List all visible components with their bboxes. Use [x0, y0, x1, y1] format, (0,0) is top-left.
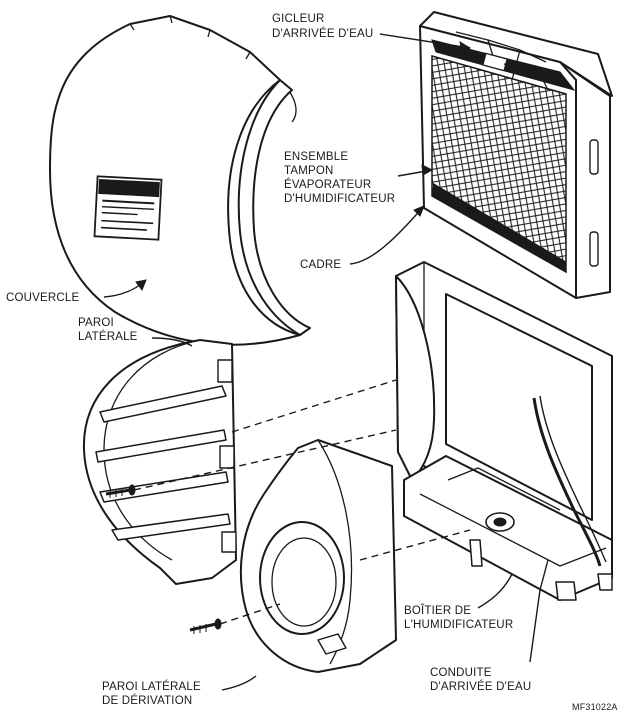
leader-lines: [103, 33, 549, 691]
evaporator-pad-frame: [419, 11, 613, 299]
assembly-guide-lines: [133, 379, 471, 625]
callout-labels: GICLEUR D'ARRIVÉE D'EAU ENSEMBLE TAMPON …: [6, 13, 618, 712]
label-pad-1: ENSEMBLE: [284, 151, 348, 163]
label-water-tube-1: CONDUITE: [430, 667, 492, 679]
humidifier-housing: [395, 261, 613, 601]
label-housing-2: L'HUMIDIFICATEUR: [404, 619, 513, 631]
label-pad-2: TAMPON: [284, 165, 334, 177]
label-water-nozzle-2: D'ARRIVÉE D'EAU: [272, 27, 373, 40]
label-water-nozzle-1: GICLEUR: [272, 13, 325, 25]
label-bypass-wall-1: PAROI LATÉRALE: [102, 680, 201, 693]
label-bypass-wall-2: DE DÉRIVATION: [102, 694, 192, 707]
label-side-wall-1: PAROI: [78, 317, 114, 329]
label-cover: COUVERCLE: [6, 292, 80, 304]
label-pad-3: ÉVAPORATEUR: [284, 178, 371, 191]
bypass-side-wall-part: [189, 439, 397, 673]
side-wall-part: [82, 339, 237, 585]
label-frame: CADRE: [300, 259, 341, 271]
cover-part: [49, 15, 311, 346]
label-side-wall-2: LATÉRALE: [78, 330, 138, 343]
figure-code: MF31022A: [572, 702, 618, 712]
label-water-tube-2: D'ARRIVÉE D'EAU: [430, 680, 531, 693]
label-housing-1: BOÎTIER DE: [404, 604, 471, 617]
label-pad-4: D'HUMIDIFICATEUR: [284, 193, 395, 205]
